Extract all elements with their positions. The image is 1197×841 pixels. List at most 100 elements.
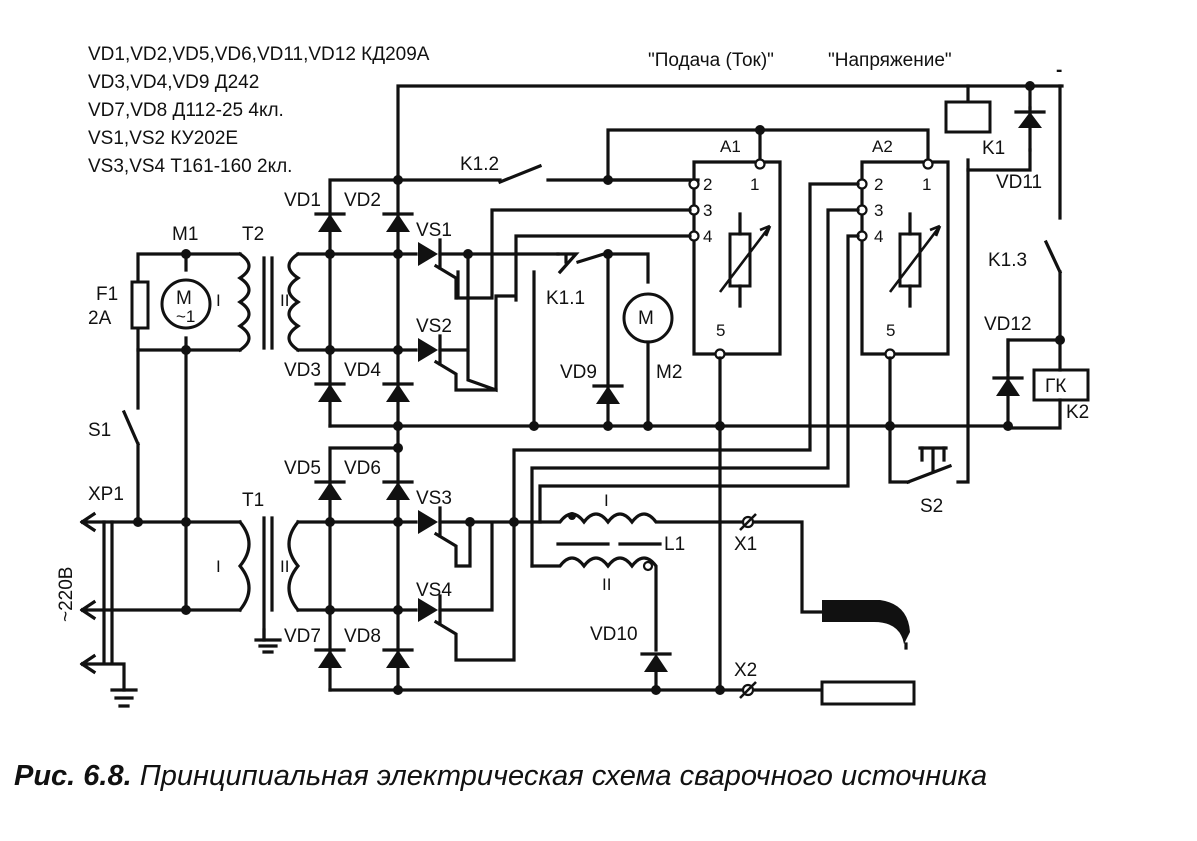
diode-vd4 <box>382 382 414 402</box>
mains-voltage-label: ~220B <box>56 567 77 622</box>
f1-rating: 2A <box>88 308 112 329</box>
contact-k1-1 <box>532 252 650 428</box>
transformer-t2: I II <box>216 251 301 353</box>
diode-vd6 <box>382 480 414 500</box>
svg-text:1: 1 <box>922 175 931 194</box>
diode-vd11 <box>1014 106 1046 152</box>
vd5-label: VD5 <box>284 458 321 479</box>
xp1-label: XP1 <box>88 484 124 505</box>
vd10-label: VD10 <box>590 624 638 645</box>
t1-label: T1 <box>242 490 264 511</box>
k1-2-label: K1.2 <box>460 154 499 175</box>
diode-vd3 <box>314 382 346 402</box>
mains-plug-xp1 <box>79 511 242 708</box>
diode-vd10 <box>640 652 672 692</box>
vs4-label: VS4 <box>416 580 452 601</box>
x2-label: X2 <box>734 660 757 681</box>
k2-label: K2 <box>1066 402 1089 423</box>
diode-vd9 <box>592 252 624 428</box>
figure-title: Принципиальная электрическая схема сваро… <box>131 760 988 792</box>
legend-line-4: VS1,VS2 КУ202Е <box>88 128 238 149</box>
vd4-label: VD4 <box>344 360 381 381</box>
s1-label: S1 <box>88 420 111 441</box>
module-a1: A1 2 1 3 4 5 <box>692 137 782 356</box>
switch-s1 <box>121 348 141 524</box>
vs3-label: VS3 <box>416 488 452 509</box>
voltage-label: "Напряжение" <box>828 50 952 71</box>
svg-text:I: I <box>604 491 609 510</box>
component-legend: VD1,VD2,VD5,VD6,VD11,VD12 КД209А VD3,VD4… <box>88 44 430 177</box>
k1-3-label: K1.3 <box>988 250 1027 271</box>
svg-text:I: I <box>216 291 221 310</box>
thyristor-vs2 <box>418 334 498 392</box>
minus-sign: - <box>1056 60 1062 81</box>
top-supply-rail <box>396 81 1064 484</box>
vs2-label: VS2 <box>416 316 452 337</box>
feed-current-label: "Подача (Ток)" <box>648 50 774 71</box>
svg-text:I: I <box>216 557 221 576</box>
choke-l1: I II <box>530 491 746 652</box>
f1-label: F1 <box>96 284 118 305</box>
x1-label: X1 <box>734 534 757 555</box>
contact-k1-2 <box>396 163 692 185</box>
s2-label: S2 <box>920 496 943 517</box>
vd11-label: VD11 <box>996 172 1042 193</box>
svg-text:II: II <box>280 557 289 576</box>
legend-line-3: VD7,VD8 Д112-25 4кл. <box>88 100 284 121</box>
diode-vd8 <box>382 648 414 668</box>
transformer-t1: I II <box>216 516 301 654</box>
diode-vd12 <box>992 338 1024 430</box>
svg-text:II: II <box>280 291 289 310</box>
relay-k1-label: K1 <box>982 138 1005 159</box>
svg-text:M: M <box>176 288 192 309</box>
thyristor-vs3 <box>418 506 472 568</box>
svg-text:5: 5 <box>716 321 725 340</box>
vd12-label: VD12 <box>984 314 1032 335</box>
m2-label: M2 <box>656 362 682 383</box>
l1-label: L1 <box>664 534 685 555</box>
module-a2: A2 2 1 3 4 5 <box>860 137 950 356</box>
vd2-label: VD2 <box>344 190 381 211</box>
fuse-f1 <box>130 280 150 330</box>
vd9-label: VD9 <box>560 362 597 383</box>
switch-s2 <box>905 446 953 485</box>
thyristor-vs4 <box>418 520 516 662</box>
a1-label: A1 <box>720 137 741 156</box>
relay-k1-coil <box>944 100 992 134</box>
diode-vd1 <box>314 212 346 232</box>
vd6-label: VD6 <box>344 458 381 479</box>
svg-text:1: 1 <box>750 175 759 194</box>
svg-text:3: 3 <box>703 201 712 220</box>
motor-m1: M ~1 <box>160 278 212 330</box>
diode-vd7 <box>314 648 346 668</box>
terminal-x2 <box>739 680 916 706</box>
legend-line-1: VD1,VD2,VD5,VD6,VD11,VD12 КД209А <box>88 44 430 65</box>
svg-text:4: 4 <box>874 227 883 246</box>
gk-label: ГК <box>1045 376 1066 397</box>
legend-line-5: VS3,VS4 Т161-160 2кл. <box>88 156 292 177</box>
diode-vd2 <box>382 212 414 232</box>
vd8-label: VD8 <box>344 626 381 647</box>
svg-text:2: 2 <box>874 175 883 194</box>
svg-text:3: 3 <box>874 201 883 220</box>
svg-text:~1: ~1 <box>176 307 195 326</box>
a2-label: A2 <box>872 137 893 156</box>
vs1-label: VS1 <box>416 220 452 241</box>
vd3-label: VD3 <box>284 360 321 381</box>
svg-text:2: 2 <box>703 175 712 194</box>
thyristor-vs1 <box>418 238 458 300</box>
vd1-label: VD1 <box>284 190 321 211</box>
svg-text:4: 4 <box>703 227 712 246</box>
svg-text:II: II <box>602 575 611 594</box>
svg-text:M: M <box>638 308 654 329</box>
figure-caption: Рис. 6.8. Принципиальная электрическая с… <box>14 760 987 793</box>
m1-label: M1 <box>172 224 198 245</box>
diode-vd5 <box>314 480 346 500</box>
terminal-x1 <box>739 513 910 650</box>
k1-1-label: K1.1 <box>546 288 585 309</box>
t2-label: T2 <box>242 224 264 245</box>
legend-line-2: VD3,VD4,VD9 Д242 <box>88 72 259 93</box>
motor-m2: M <box>622 292 674 428</box>
svg-text:5: 5 <box>886 321 895 340</box>
